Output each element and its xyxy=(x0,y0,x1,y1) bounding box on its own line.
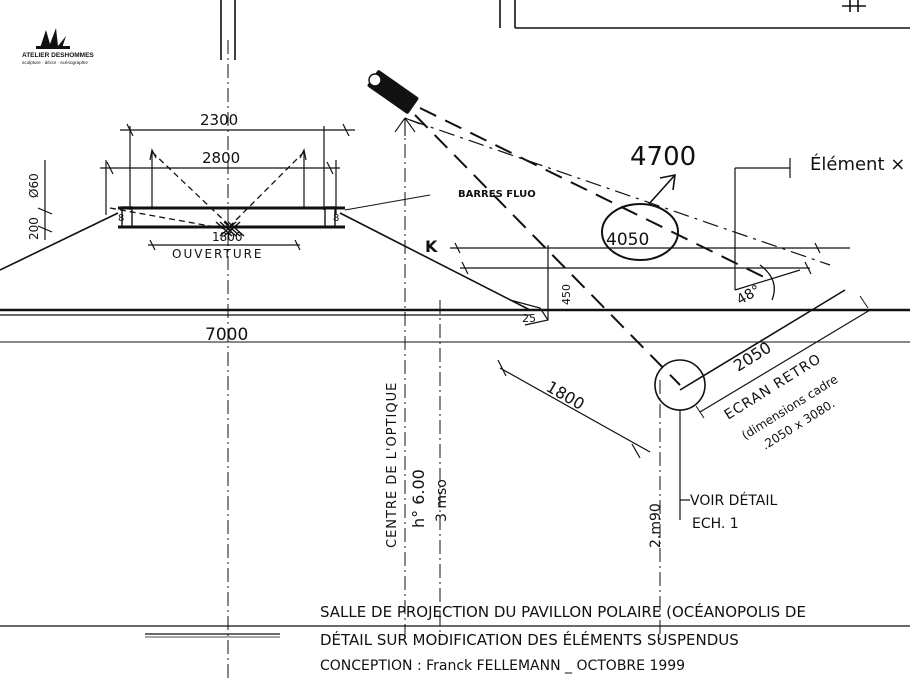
label-voir-detail: VOIR DÉTAIL xyxy=(690,492,777,509)
dim-290: 2.m90 xyxy=(648,503,664,548)
label-ech: ECH. 1 xyxy=(692,516,739,532)
screen xyxy=(654,264,871,419)
dim-8-left: 8 xyxy=(118,213,124,224)
top-dimensions xyxy=(100,123,355,251)
right-slope xyxy=(339,212,531,311)
label-element: Élément × xyxy=(810,153,905,175)
screen-dim-line xyxy=(699,309,871,413)
bar-bracket xyxy=(324,206,336,228)
fluo-bar-assembly xyxy=(109,148,345,237)
dim-25: 25 xyxy=(522,312,536,325)
title-line-2: DÉTAIL SUR MODIFICATION DES ÉLÉMENTS SUS… xyxy=(320,630,739,649)
dim-1800-diag: 1800 xyxy=(543,377,588,414)
voir-detail-leader xyxy=(679,410,690,520)
ceiling-slopes xyxy=(0,194,549,326)
atelier-logo: ATELIER DESHOMMES sculpture · décor · sc… xyxy=(22,28,94,65)
leader-barres xyxy=(344,194,431,211)
k-dimensions xyxy=(450,158,850,320)
dim-2300: 2300 xyxy=(200,111,238,129)
label-mesure: 3 mso xyxy=(434,479,450,522)
title-line-1: SALLE DE PROJECTION DU PAVILLON POLAIRE … xyxy=(320,602,806,621)
projector xyxy=(367,70,421,136)
label-ouverture: OUVERTURE xyxy=(172,247,264,261)
dim-2050: 2050 xyxy=(730,338,775,376)
beam-lower xyxy=(414,114,681,386)
dim-60: Ø60 xyxy=(27,173,41,198)
axis-lines xyxy=(227,40,661,680)
beam-upper xyxy=(419,107,771,281)
angle-48: 48° xyxy=(734,282,764,308)
logo-mark-icon xyxy=(36,28,70,49)
building-structure xyxy=(0,0,910,343)
label-barres-fluo: BARRES FLUO xyxy=(458,189,536,200)
title-line-3: CONCEPTION : Franck FELLEMANN _ OCTOBRE … xyxy=(320,658,685,674)
dim-200: 200 xyxy=(27,217,41,240)
projection-beams xyxy=(409,107,831,386)
dim-4050: 4050 xyxy=(606,230,649,250)
circle-4050 xyxy=(601,203,679,261)
bar-bracket xyxy=(121,206,133,228)
screen-line xyxy=(679,289,846,391)
logo-name: ATELIER DESHOMMES xyxy=(22,52,94,59)
dim-4700: 4700 xyxy=(630,142,696,172)
beam-axis xyxy=(409,119,831,266)
dim-1800-top: 1800 xyxy=(212,230,243,244)
dim-2800: 2800 xyxy=(202,149,240,167)
dim-7000: 7000 xyxy=(205,325,248,345)
left-vertical-dim xyxy=(37,160,53,240)
diag-dim-1800 xyxy=(497,359,651,459)
left-slope xyxy=(0,212,119,271)
logo-tagline: sculpture · décor · scénographie xyxy=(22,60,88,65)
dim-450: 450 xyxy=(560,284,573,305)
title-separators xyxy=(0,625,910,638)
arrow-4700 xyxy=(647,173,676,206)
label-centre-optique: CENTRE DE L'OPTIQUE xyxy=(385,382,400,548)
label-k: K xyxy=(425,237,438,256)
dim-8-right: 8 xyxy=(333,213,339,224)
label-hauteur: h° 6.00 xyxy=(409,469,428,528)
angle-arc xyxy=(759,264,775,301)
